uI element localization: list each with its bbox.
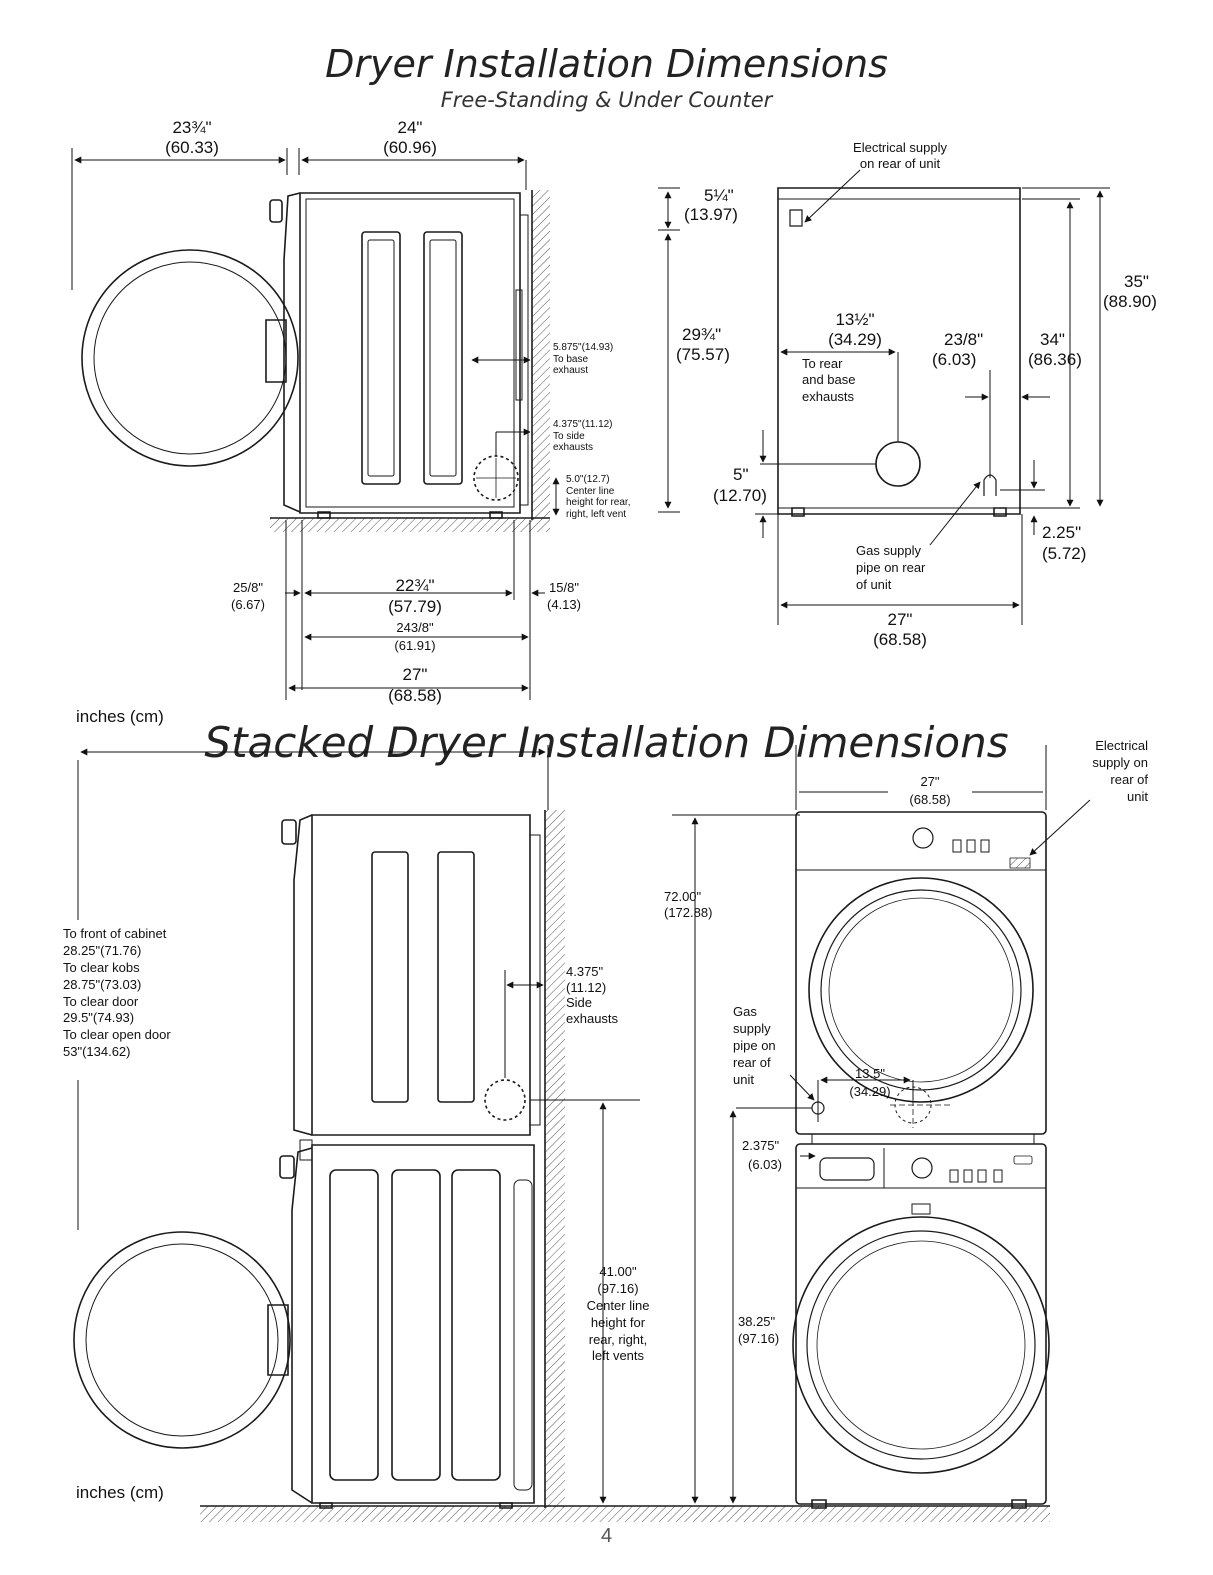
units-label-bottom: inches (cm) xyxy=(76,1483,164,1502)
rear-width-in: 27" xyxy=(887,610,913,629)
base-exhaust-label: 5.875"(14.93) To base exhaust xyxy=(553,342,614,376)
side-exhausts-label: 4.375"(11.12) To side exhausts xyxy=(553,419,613,453)
stacked-side-view xyxy=(74,810,1050,1522)
gas-offset-in: 23/8" xyxy=(944,330,984,349)
stacked-gas-offset-in: 2.375" xyxy=(742,1138,780,1153)
leg-height-in: 2.25" xyxy=(1042,523,1082,542)
stacked-gas-offset-cm: (6.03) xyxy=(748,1157,782,1172)
wall-hatch xyxy=(532,190,550,520)
front-offset-in: 25/8" xyxy=(233,580,263,595)
overall-depth-cm: (68.58) xyxy=(388,686,442,705)
stacked-side-dimensions xyxy=(78,745,800,1504)
units-label-top: inches (cm) xyxy=(76,707,164,726)
body-depth-cm: (57.79) xyxy=(388,597,442,616)
rear-exhaust-circle xyxy=(876,442,920,486)
gas-supply-label: Gas supply pipe on rear of unit xyxy=(856,543,926,592)
stacked-side-exhausts-label: 4.375" (11.12) Side exhausts xyxy=(566,964,619,1026)
cabinet-depth-cm: (60.96) xyxy=(383,138,437,157)
electrical-box xyxy=(790,210,802,226)
leg-height-cm: (5.72) xyxy=(1042,544,1087,563)
stacked-gas-supply-label: Gas supply pipe on rear of unit xyxy=(733,1004,776,1087)
depth-243-8-in: 243/8" xyxy=(396,620,434,635)
stacked-title: Stacked Dryer Installation Dimensions xyxy=(204,718,1009,767)
gas-offset-cm: (6.03) xyxy=(932,350,977,369)
stacked-front-dimensions xyxy=(729,745,1090,1504)
height-35-in: 35" xyxy=(1124,272,1149,291)
rear-exhaust-offset-cm: (34.29) xyxy=(849,1084,891,1099)
door-circle xyxy=(82,250,298,466)
stacked-front-view xyxy=(793,812,1049,1508)
page-number: 4 xyxy=(600,1525,613,1547)
exhaust-height-cm: (12.70) xyxy=(713,486,767,505)
gas-pipe xyxy=(984,475,996,496)
side-view-dimensions xyxy=(72,148,560,700)
cabinet-outline xyxy=(300,193,520,513)
stacked-overall-height: 72.00" (172.88) xyxy=(664,889,713,921)
lower-washer xyxy=(312,1145,534,1503)
main-title: Dryer Installation Dimensions xyxy=(325,42,888,86)
subtitle: Free-Standing & Under Counter xyxy=(440,88,773,112)
centerline-label: 5.0"(12.7) Center line height for rear, … xyxy=(566,474,631,520)
height-34-in: 34" xyxy=(1040,330,1065,349)
rear-offset-in: 15/8" xyxy=(549,580,579,595)
electrical-supply-label: Electrical supply on rear of unit xyxy=(853,140,947,171)
cabinet-height-cm: (75.57) xyxy=(676,345,730,364)
stacked-width-in: 27" xyxy=(920,774,940,789)
control-knob xyxy=(270,200,282,222)
rear-exhaust-cm: (34.29) xyxy=(828,330,882,349)
stacked-floor-hatch xyxy=(200,1506,1050,1522)
floor-hatch xyxy=(270,518,550,532)
body-depth-in: 22¾" xyxy=(395,576,435,595)
front-lower-washer xyxy=(796,1144,1046,1504)
stacked-electrical-label: Electrical supply on rear of unit xyxy=(1092,738,1148,804)
cabinet-depth-in: 24" xyxy=(397,118,423,137)
rear-view-dimensions xyxy=(658,170,1110,625)
top-clear-cm: (13.97) xyxy=(684,205,738,224)
height-35-cm: (88.90) xyxy=(1103,292,1157,311)
top-clear-in: 5¼" xyxy=(704,186,734,205)
exhaust-height-in: 5" xyxy=(733,465,749,484)
rear-offset-cm: (4.13) xyxy=(547,597,581,612)
overall-depth-in: 27" xyxy=(402,665,428,684)
rear-width-cm: (68.58) xyxy=(873,630,927,649)
stacked-centerline-label: 41.00" (97.16) Center line height for re… xyxy=(586,1264,650,1364)
door-depth-cm: (60.33) xyxy=(165,138,219,157)
height-34-cm: (86.36) xyxy=(1028,350,1082,369)
upper-dryer xyxy=(312,815,530,1135)
stacked-width-cm: (68.58) xyxy=(909,792,951,807)
rear-exhaust-offset-in: 13.5" xyxy=(855,1066,885,1081)
front-washer-door xyxy=(793,1217,1049,1473)
side-view-dryer xyxy=(82,190,550,532)
door-depth-in: 23¾" xyxy=(172,118,212,137)
stacked-door-circle xyxy=(74,1232,290,1448)
cabinet-height-in: 29¾" xyxy=(682,325,722,344)
front-offset-cm: (6.67) xyxy=(231,597,265,612)
stacked-wall-hatch xyxy=(545,810,565,1508)
stacked-gas-height: 38.25" (97.16) xyxy=(738,1314,780,1346)
front-dryer-door xyxy=(809,878,1033,1102)
rear-exhaust-in: 13½" xyxy=(835,310,875,329)
front-clearances-label: To front of cabinet 28.25"(71.76) To cle… xyxy=(63,926,171,1060)
rear-cabinet xyxy=(778,188,1020,514)
depth-243-8-cm: (61.91) xyxy=(394,638,436,653)
rear-exhaust-note: To rear and base exhausts xyxy=(802,356,856,404)
